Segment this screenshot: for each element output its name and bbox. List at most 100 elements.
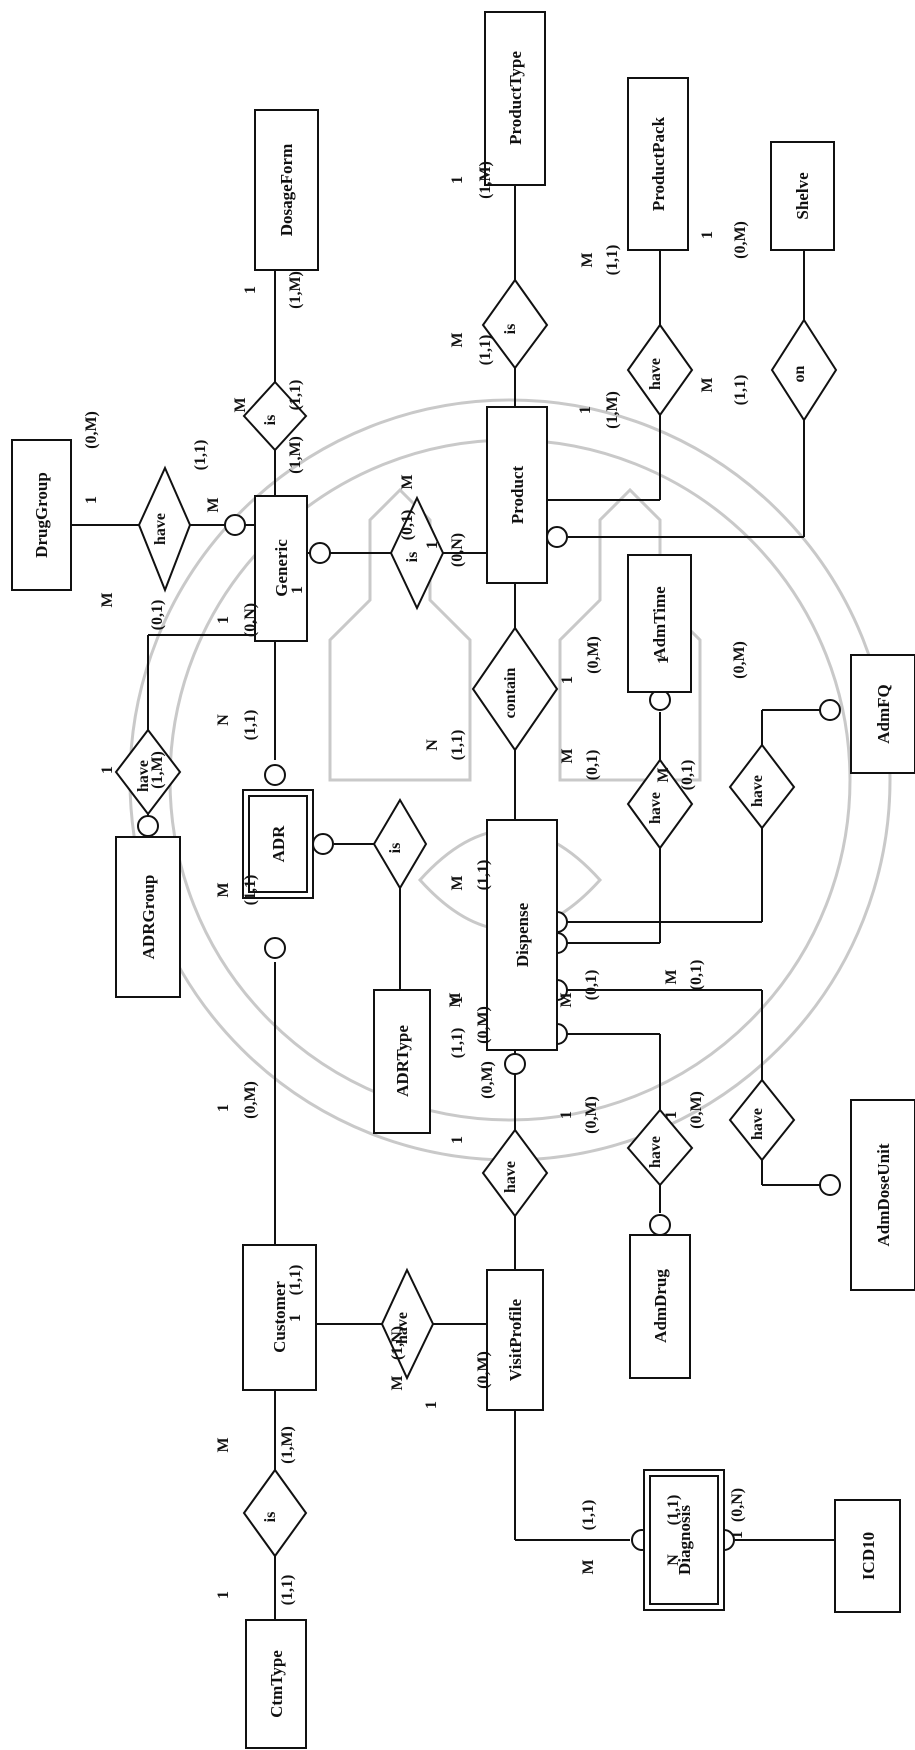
- cardinality-label: (1,M): [279, 1426, 296, 1464]
- svg-text:is: is: [262, 1512, 279, 1523]
- svg-text:AdmTime: AdmTime: [650, 586, 669, 660]
- cardinality-label: M: [559, 748, 576, 763]
- cardinality-label: N: [215, 714, 232, 726]
- cardinality-label: 1: [577, 406, 594, 414]
- rel-ctm-type-is: is: [244, 1470, 306, 1556]
- svg-text:have: have: [152, 513, 169, 545]
- cardinality-label: M: [449, 875, 466, 890]
- svg-text:is: is: [262, 415, 279, 426]
- cardinality-label: N: [424, 739, 441, 751]
- svg-text:ADR: ADR: [269, 825, 288, 863]
- svg-text:ADRType: ADRType: [393, 1025, 412, 1097]
- cardinality-label: M: [232, 397, 249, 412]
- cardinality-label: (1,N): [389, 1326, 406, 1360]
- svg-text:have: have: [647, 792, 664, 824]
- entity-customer: Customer: [243, 1245, 316, 1390]
- rel-visit-dispense-have: have: [483, 1130, 547, 1216]
- cardinality-label: (0,1): [583, 970, 600, 1001]
- cardinality-label: (0,M): [731, 641, 748, 679]
- svg-text:DrugGroup: DrugGroup: [32, 472, 51, 558]
- cardinality-label: 1: [449, 1136, 466, 1144]
- cardinality-label: M: [215, 882, 232, 897]
- svg-text:is: is: [502, 324, 519, 335]
- cardinality-label: 1: [424, 541, 441, 549]
- cardinality-label: 1: [449, 176, 466, 184]
- entity-product-type: ProductType: [485, 12, 545, 185]
- cardinality-label: M: [447, 992, 464, 1007]
- cardinality-label: 1: [729, 1531, 746, 1539]
- cardinality-label: (0,1): [679, 760, 696, 791]
- rel-adm-drug-have: have: [628, 1110, 692, 1185]
- cardinality-label: (0,N): [449, 533, 466, 567]
- cardinality-label: (1,1): [242, 710, 259, 741]
- entity-drug-group: DrugGroup: [12, 440, 71, 590]
- cardinality-label: (1,1): [580, 1500, 597, 1531]
- cardinality-label: M: [449, 332, 466, 347]
- cardinality-label: M: [580, 1559, 597, 1574]
- svg-text:CtmType: CtmType: [267, 1650, 286, 1718]
- entity-adm-drug: AdmDrug: [630, 1235, 690, 1378]
- rel-adm-fq-have: have: [730, 745, 794, 828]
- cardinality-label: (0,M): [242, 1081, 259, 1119]
- cardinality-label: (1,1): [475, 860, 492, 891]
- rel-shelve-on: on: [772, 320, 836, 420]
- svg-text:have: have: [502, 1161, 519, 1193]
- cardinality-label: (1,1): [449, 730, 466, 761]
- cardinality-label: (0,M): [732, 221, 749, 259]
- svg-text:on: on: [791, 365, 808, 382]
- svg-text:ProductType: ProductType: [506, 51, 525, 145]
- cardinality-label: 1: [663, 1111, 680, 1119]
- cardinality-label: (1,1): [477, 335, 494, 366]
- entity-adm-time: AdmTime: [628, 555, 691, 692]
- cardinality-label: 1: [559, 676, 576, 684]
- cardinality-label: (0,M): [585, 636, 602, 674]
- svg-text:AdmDoseUnit: AdmDoseUnit: [874, 1143, 893, 1246]
- cardinality-label: (0,N): [729, 1488, 746, 1522]
- cardinality-label: (1,1): [449, 1028, 466, 1059]
- rel-product-pack-have: have: [628, 325, 692, 415]
- cardinality-label: (1,1): [279, 1575, 296, 1606]
- cardinality-label: M: [215, 1437, 232, 1452]
- svg-text:is: is: [404, 552, 421, 563]
- svg-text:is: is: [387, 843, 404, 854]
- cardinality-label: 1: [215, 616, 232, 624]
- svg-text:have: have: [647, 1136, 664, 1168]
- entity-dosage-form: DosageForm: [255, 110, 318, 270]
- svg-text:have: have: [749, 1108, 766, 1140]
- cardinality-label: (0,M): [479, 1061, 496, 1099]
- cardinality-label: 1: [242, 286, 259, 294]
- entity-shelve: Shelve: [771, 142, 834, 250]
- cardinality-label: N: [665, 1554, 682, 1566]
- cardinality-label: (1,1): [242, 875, 259, 906]
- cardinality-label: M: [389, 1375, 406, 1390]
- relationship-lines: [71, 185, 835, 1620]
- cardinality-label: (0,M): [83, 411, 100, 449]
- cardinality-label: (0,M): [475, 1006, 492, 1044]
- cardinality-label: 1: [215, 1104, 232, 1112]
- svg-text:VisitProfile: VisitProfile: [506, 1298, 525, 1381]
- cardinality-label: (1,1): [665, 1495, 682, 1526]
- cardinality-label: M: [205, 497, 222, 512]
- cardinality-label: (0,1): [399, 510, 416, 541]
- cardinality-label: (1,M): [477, 161, 494, 199]
- cardinality-label: 1: [423, 1401, 440, 1409]
- rel-adr-type-is: is: [374, 800, 426, 888]
- rel-drug-group-have: have: [139, 468, 190, 590]
- rel-customer-visit-have: have: [382, 1270, 433, 1378]
- entity-product: Product: [487, 407, 547, 583]
- svg-text:ProductPack: ProductPack: [649, 116, 668, 211]
- entity-icd10: ICD10: [835, 1500, 900, 1612]
- cardinality-label: 1: [287, 1314, 304, 1322]
- cardinality-label: (0,N): [242, 603, 259, 637]
- cardinality-label: (0,M): [475, 1351, 492, 1389]
- svg-text:ICD10: ICD10: [859, 1532, 878, 1580]
- cardinality-label: (0,1): [584, 750, 601, 781]
- cardinality-label: 1: [99, 766, 116, 774]
- entity-adr-group: ADRGroup: [116, 837, 180, 997]
- svg-text:contain: contain: [502, 668, 519, 719]
- cardinality-label: (1,1): [604, 245, 621, 276]
- cardinality-label: M: [99, 592, 116, 607]
- rel-contain: contain: [473, 628, 557, 750]
- cardinality-label: (1,M): [287, 271, 304, 309]
- svg-text:ADRGroup: ADRGroup: [139, 875, 158, 960]
